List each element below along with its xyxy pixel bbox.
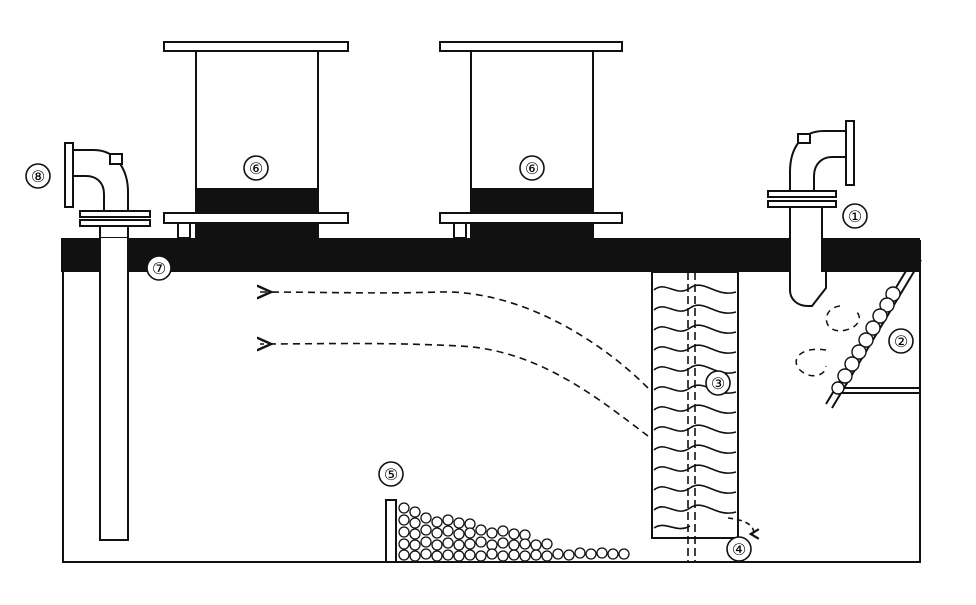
callout-7: ⑦ (146, 255, 172, 281)
callout-3: ③ (705, 370, 731, 396)
tank-body (62, 240, 921, 563)
callout-4: ④ (726, 536, 752, 562)
callout-6-left: ⑥ (243, 155, 269, 181)
screen-debris (831, 286, 901, 395)
callout-6-right: ⑥ (519, 155, 545, 181)
inlet-flow-swirl (795, 305, 860, 377)
sediment-weir (385, 499, 397, 563)
callout-3-label: ③ (711, 374, 725, 393)
callout-2: ② (888, 328, 914, 354)
vent-cylinder-right (439, 41, 623, 240)
sludge-drop-arrow (727, 517, 760, 540)
callout-4-label: ④ (732, 540, 746, 559)
flow-arrows (260, 292, 649, 437)
tank-lid (61, 238, 920, 272)
callout-5-label: ⑤ (384, 465, 398, 484)
callout-6-left-label: ⑥ (249, 159, 263, 178)
sediment-pile (398, 502, 630, 562)
outlet-pipe (64, 142, 151, 541)
callout-8: ⑧ (25, 163, 51, 189)
callout-6-right-label: ⑥ (525, 159, 539, 178)
callout-1: ① (842, 203, 868, 229)
filter-pack (651, 271, 739, 562)
vent-cylinder-left (163, 41, 349, 240)
callout-7-label: ⑦ (152, 259, 166, 278)
callout-5: ⑤ (378, 461, 404, 487)
inlet-pipe (767, 120, 855, 307)
callout-1-label: ① (848, 207, 862, 226)
callout-8-label: ⑧ (31, 167, 45, 186)
callout-2-label: ② (894, 332, 908, 351)
